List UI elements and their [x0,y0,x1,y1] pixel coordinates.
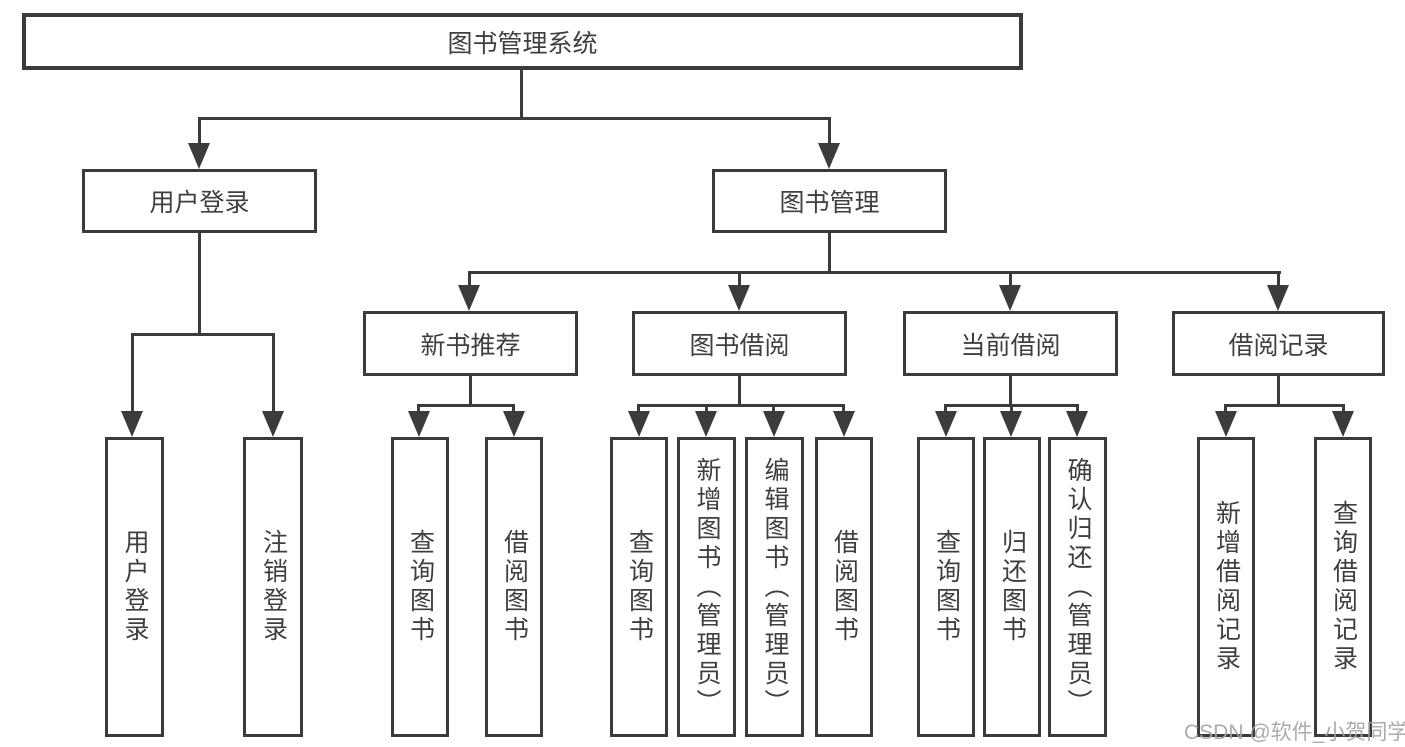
connector-records-stem [1277,376,1280,406]
connector-level3-rail [468,271,1281,274]
arrowhead-nb-leaf2 [503,411,525,437]
connector-bw-leaf3-drop [772,404,775,414]
arrowhead-cu-leaf3 [1066,411,1088,437]
node-new-book-recommend: 新书推荐 [363,311,578,376]
node-label: 查询借阅记录 [1329,500,1358,674]
connector-login-leaf-drop [131,333,134,413]
node-label: 查询图书 [932,529,961,645]
node-label: 新书推荐 [420,331,521,360]
node-label: 用户登录 [149,189,250,217]
node-library-management-system: 图书管理系统 [22,13,1023,70]
arrowhead-user-login [188,143,210,169]
node-label: 用户登录 [121,529,149,645]
leaf-logout: 注销登录 [243,437,303,737]
node-label: 借阅图书 [830,529,859,645]
connector-bw-leaf2-drop [705,404,708,414]
connector-bw-leaf1-drop [637,404,640,414]
arrowhead-book-mgmt [818,143,840,169]
connector-new-book-rail [417,404,515,407]
connector-current-drop [1009,271,1012,287]
node-label: 借阅记录 [1228,331,1329,360]
connector-logout-leaf-drop [272,333,275,413]
arrowhead-logout-leaf [262,411,284,437]
arrowhead-borrow [728,285,750,311]
arrowhead-new-book [458,285,480,311]
connector-borrow-stem [738,376,741,406]
node-book-borrowing: 图书借阅 [632,311,847,376]
connector-bw-leaf4-drop [842,404,845,414]
leaf-edit-books-admin: 编辑图书（管理员） [745,437,804,737]
node-label: 查询图书 [406,529,435,645]
leaf-return-books: 归还图书 [983,437,1041,737]
leaf-add-books-admin: 新增图书（管理员） [677,437,736,737]
node-label: 借阅图书 [500,529,529,645]
node-label: 编辑图书（管理员） [761,456,789,718]
arrowhead-rc-leaf1 [1215,411,1237,437]
leaf-user-login: 用户登录 [105,437,164,737]
leaf-query-borrow-record: 查询借阅记录 [1314,437,1372,737]
connector-borrow-rail [637,404,845,407]
connector-current-stem [1009,376,1012,406]
connector-new-book-stem [469,376,472,406]
connector-rc-leaf2-drop [1342,404,1345,414]
connector-book-mgmt-stem [828,233,831,274]
node-label: 新增图书（管理员） [693,456,721,718]
arrowhead-rc-leaf2 [1332,411,1354,437]
connector-cu-leaf2-drop [1010,404,1013,414]
leaf-borrow-books-1: 借阅图书 [485,437,543,737]
connector-user-login-drop [198,117,201,147]
node-label: 确认归还（管理员） [1064,456,1092,718]
connector-borrow-drop [738,271,741,287]
connector-new-book-drop [468,271,471,287]
node-user-login: 用户登录 [82,169,317,233]
arrowhead-records [1267,285,1289,311]
connector-records-drop [1277,271,1280,287]
node-label: 归还图书 [998,529,1027,645]
connector-rc-leaf1-drop [1224,404,1227,414]
node-book-management: 图书管理 [712,169,947,233]
connector-cu-leaf1-drop [944,404,947,414]
connector-records-rail [1224,404,1345,407]
connector-cu-leaf3-drop [1076,404,1079,414]
arrowhead-nb-leaf1 [408,411,430,437]
connector-user-login-rail [131,333,275,336]
node-label: 新增借阅记录 [1212,500,1241,674]
arrowhead-cu-leaf2 [1000,411,1022,437]
node-label: 查询图书 [625,529,654,645]
connector-user-login-stem [198,233,201,335]
node-label: 图书管理系统 [447,29,598,58]
csdn-watermark: CSDN @软件_小贺同学 [1184,721,1405,744]
arrowhead-bw-leaf2 [695,411,717,437]
node-label: 注销登录 [259,529,288,645]
node-current-borrowing: 当前借阅 [903,311,1118,376]
arrowhead-bw-leaf1 [628,411,650,437]
connector-root-stem [520,70,523,119]
leaf-borrow-books-2: 借阅图书 [815,437,873,737]
arrowhead-login-leaf [121,411,143,437]
leaf-query-books-2: 查询图书 [610,437,668,737]
node-label: 图书管理 [779,189,880,217]
arrowhead-bw-leaf3 [763,411,785,437]
connector-level2-rail [198,117,831,120]
arrowhead-current [999,285,1021,311]
node-borrowing-records: 借阅记录 [1172,311,1385,376]
connector-nb-leaf1-drop [417,404,420,414]
leaf-query-books-1: 查询图书 [391,437,449,737]
connector-book-mgmt-drop [828,117,831,147]
arrowhead-cu-leaf1 [935,411,957,437]
node-label: 图书借阅 [689,331,790,360]
node-label: 当前借阅 [960,331,1061,360]
connector-nb-leaf2-drop [512,404,515,414]
leaf-confirm-return-admin: 确认归还（管理员） [1048,437,1107,737]
leaf-query-books-3: 查询图书 [917,437,975,737]
leaf-add-borrow-record: 新增借阅记录 [1197,437,1255,737]
arrowhead-bw-leaf4 [833,411,855,437]
